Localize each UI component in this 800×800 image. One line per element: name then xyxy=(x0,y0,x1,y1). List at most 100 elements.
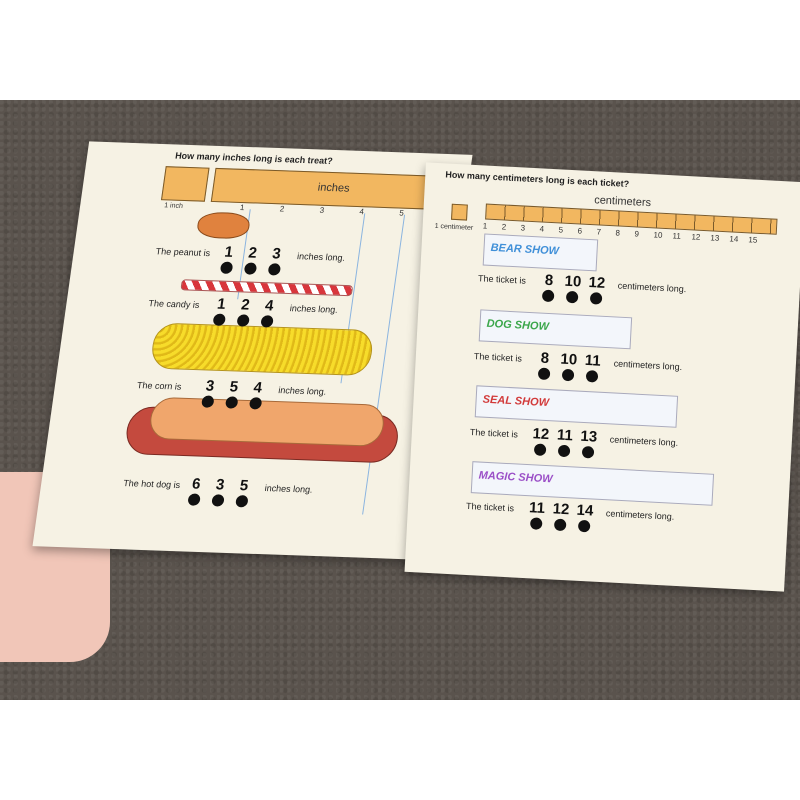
answer-sentence: The corn is xyxy=(136,380,183,392)
answer-choice[interactable]: 2 xyxy=(231,296,257,327)
answer-bubble[interactable] xyxy=(187,493,201,506)
choice-number: 5 xyxy=(228,378,240,396)
answer-choice[interactable]: 8 xyxy=(537,271,560,303)
answer-bubble[interactable] xyxy=(219,261,234,274)
choice-number: 8 xyxy=(544,271,554,290)
answer-choice[interactable]: 8 xyxy=(533,350,556,381)
answer-choice[interactable]: 3 xyxy=(196,378,222,408)
answer-choice[interactable]: 12 xyxy=(585,274,608,305)
cm-tick: 6 xyxy=(577,226,583,236)
left-question: How many inches long is each treat? xyxy=(174,150,334,166)
answer-bubble[interactable] xyxy=(561,368,575,382)
answer-choice[interactable]: 11 xyxy=(581,352,604,383)
ticket-title: SEAL SHOW xyxy=(482,393,550,410)
guide-line xyxy=(362,214,406,515)
answer-bubble[interactable] xyxy=(200,395,215,408)
answer-bubble[interactable] xyxy=(533,443,547,457)
answer-suffix: inches long. xyxy=(289,303,339,315)
answer-bubble[interactable] xyxy=(211,494,225,507)
answer-choice[interactable]: 3 xyxy=(263,245,289,276)
candy-cane-image xyxy=(180,279,354,297)
right-question: How many centimeters long is each ticket… xyxy=(445,169,630,189)
answer-choice[interactable]: 11 xyxy=(525,499,548,530)
answer-choice[interactable]: 14 xyxy=(573,502,596,533)
answer-bubble[interactable] xyxy=(267,263,282,276)
ticket-image: DOG SHOW xyxy=(478,309,633,350)
cm-tick: 12 xyxy=(691,232,701,242)
choice-number: 12 xyxy=(588,274,606,292)
left-page: How many inches long is each treat? inch… xyxy=(32,141,473,560)
choice-number: 2 xyxy=(240,296,251,314)
answer-sentence: The ticket is xyxy=(469,427,519,440)
cm-tick: 14 xyxy=(729,234,739,244)
inch-ruler: inches xyxy=(210,167,453,211)
answer-bubble[interactable] xyxy=(589,292,603,305)
ticket-image: MAGIC SHOW xyxy=(470,461,715,506)
answer-bubble[interactable] xyxy=(581,445,595,459)
choice-number: 4 xyxy=(263,297,275,315)
answer-bubble[interactable] xyxy=(541,289,555,303)
answer-choice[interactable]: 1 xyxy=(215,244,241,274)
answer-bubble[interactable] xyxy=(577,519,591,533)
answer-choice[interactable]: 3 xyxy=(206,476,232,507)
inch-tick: 3 xyxy=(319,205,325,215)
answer-choice[interactable]: 1 xyxy=(207,296,233,326)
answer-bubble[interactable] xyxy=(537,367,551,381)
answer-choice[interactable]: 4 xyxy=(244,379,270,410)
photo-frame: How many inches long is each treat? inch… xyxy=(0,100,800,700)
answer-bubble[interactable] xyxy=(236,314,250,327)
cm-tick: 9 xyxy=(634,229,640,239)
answer-bubble[interactable] xyxy=(248,397,263,410)
answer-bubble[interactable] xyxy=(553,518,567,532)
choice-number: 3 xyxy=(214,476,226,494)
answer-suffix: inches long. xyxy=(296,251,346,263)
answer-choice[interactable]: 13 xyxy=(577,428,600,459)
answer-bubble[interactable] xyxy=(224,396,239,409)
answer-choice[interactable]: 5 xyxy=(230,477,256,508)
choice-number: 2 xyxy=(247,244,258,262)
cm-unit-label: centimeters xyxy=(593,194,652,210)
answer-choice[interactable]: 5 xyxy=(220,378,246,409)
cm-tick: 15 xyxy=(748,235,758,245)
choice-number: 11 xyxy=(556,426,574,445)
choice-number: 10 xyxy=(560,350,578,369)
answer-bubble[interactable] xyxy=(235,495,249,508)
choice-number: 1 xyxy=(223,243,235,261)
answer-suffix: centimeters long. xyxy=(617,280,687,295)
choice-number: 6 xyxy=(190,475,202,493)
answer-choice[interactable]: 12 xyxy=(549,500,572,532)
cm-tick: 13 xyxy=(710,233,720,243)
peanut-image xyxy=(195,211,252,240)
cm-ruler xyxy=(485,203,778,235)
cm-tick: 1 xyxy=(482,221,488,231)
answer-choice[interactable]: 4 xyxy=(255,297,281,328)
hotdog-bun-image xyxy=(147,396,387,447)
answer-choice[interactable]: 10 xyxy=(561,273,584,304)
choice-number: 12 xyxy=(552,500,570,519)
one-cm-box xyxy=(451,203,468,221)
answer-choice[interactable]: 12 xyxy=(529,425,552,457)
cm-tick: 11 xyxy=(672,231,682,241)
answer-bubble[interactable] xyxy=(557,444,571,458)
finger xyxy=(0,605,90,633)
ticket-title: MAGIC SHOW xyxy=(478,469,553,486)
answer-sentence: The peanut is xyxy=(155,246,211,259)
answer-choice[interactable]: 6 xyxy=(182,475,208,506)
cm-tick: 8 xyxy=(615,228,621,238)
choice-number: 1 xyxy=(216,295,227,313)
cm-tick: 2 xyxy=(501,222,507,232)
answer-choice[interactable]: 11 xyxy=(553,426,576,458)
answer-bubble[interactable] xyxy=(585,370,599,383)
finger xyxy=(0,545,105,575)
answer-choice[interactable]: 10 xyxy=(557,350,580,382)
answer-bubble[interactable] xyxy=(529,517,543,530)
cm-tick: 7 xyxy=(596,227,602,237)
answer-bubble[interactable] xyxy=(243,262,258,275)
answer-choice[interactable]: 2 xyxy=(239,244,265,275)
answer-bubble[interactable] xyxy=(565,290,579,304)
inch-tick: 1 xyxy=(239,202,246,213)
answer-sentence: The candy is xyxy=(147,298,201,310)
answer-bubble[interactable] xyxy=(260,315,274,328)
answer-bubble[interactable] xyxy=(212,313,227,326)
